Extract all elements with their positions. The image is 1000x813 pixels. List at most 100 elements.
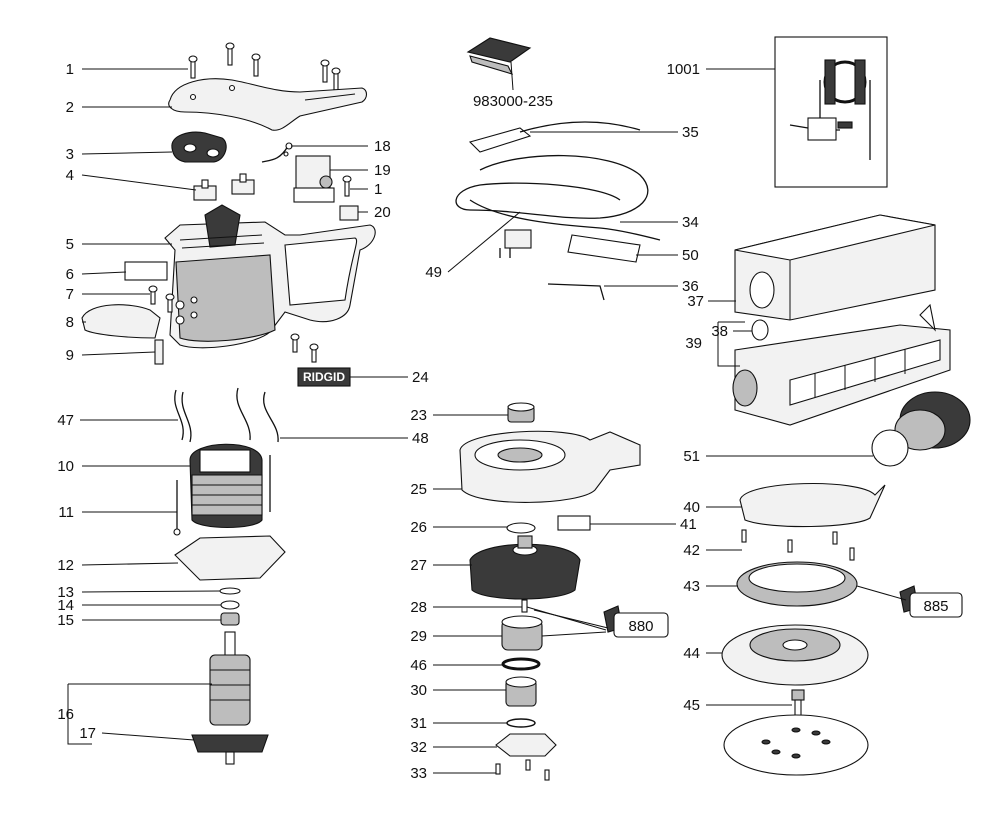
bearing-15-part xyxy=(220,612,240,626)
label-plate-part xyxy=(124,261,168,281)
vacuum-adapter-part xyxy=(871,391,971,467)
callout-27: 27 xyxy=(410,557,427,574)
screw-set-33 xyxy=(495,759,550,781)
bearing-23-part xyxy=(507,402,535,423)
grease-tube-880-label: 880 xyxy=(628,618,653,635)
callout-20: 20 xyxy=(374,204,391,221)
callout-37: 37 xyxy=(687,293,704,310)
ring-14-part xyxy=(220,600,240,610)
callout-12: 12 xyxy=(57,557,74,574)
callout-24: 24 xyxy=(412,369,429,386)
dust-box-part xyxy=(734,214,936,321)
callout-33: 33 xyxy=(410,765,427,782)
manual-booklet-part xyxy=(466,37,532,75)
grease-tube-885-label: 885 xyxy=(923,598,948,615)
motor-housing-part xyxy=(164,204,376,349)
field-coil-part xyxy=(189,443,263,528)
callout-6: 6 xyxy=(66,266,74,283)
clip-part xyxy=(154,339,164,365)
callout-29: 29 xyxy=(410,628,427,645)
callout-50: 50 xyxy=(682,247,699,264)
filter-frame-part xyxy=(732,303,951,426)
leader-lines xyxy=(67,61,907,774)
ring-13-part xyxy=(219,587,241,595)
long-screw-set xyxy=(173,455,271,536)
screw-set-7 xyxy=(148,285,175,313)
callout-983000-235: 983000-235 xyxy=(473,93,553,110)
dust-cover-part xyxy=(81,304,161,339)
callout-32: 32 xyxy=(410,739,427,756)
grease-tube-885-part: 885 xyxy=(899,585,963,618)
switch-part xyxy=(261,142,335,203)
screw-set-bottom xyxy=(290,333,319,363)
hex-key-part xyxy=(547,283,605,301)
label-41-part xyxy=(557,515,591,531)
callout-26: 26 xyxy=(410,519,427,536)
brand-plate-text: RIDGID xyxy=(303,370,345,384)
callout-30: 30 xyxy=(410,682,427,699)
callout-25: 25 xyxy=(410,481,427,498)
callout-1001: 1001 xyxy=(667,61,700,78)
callout-35: 35 xyxy=(682,124,699,141)
grease-tube-880-part: 880 xyxy=(603,605,669,638)
lead-wires-part xyxy=(174,387,279,443)
eccentric-29-part xyxy=(501,615,543,651)
snap-ring-31-part xyxy=(506,718,536,728)
pad-housing-part xyxy=(459,430,641,503)
callout-13: 13 xyxy=(57,584,74,601)
callout-1: 1 xyxy=(66,61,74,78)
callout-1b: 1 xyxy=(374,181,382,198)
callout-9: 9 xyxy=(66,347,74,364)
callout-42: 42 xyxy=(683,542,700,559)
callout-47: 47 xyxy=(57,412,74,429)
screw-45-part xyxy=(791,689,805,717)
callout-10: 10 xyxy=(57,458,74,475)
callout-2: 2 xyxy=(66,99,74,116)
armature-part xyxy=(191,631,269,765)
sanding-pad-part xyxy=(721,624,869,686)
callout-45: 45 xyxy=(683,697,700,714)
power-cord-part xyxy=(455,121,661,263)
callout-28: 28 xyxy=(410,599,427,616)
ring-38-part xyxy=(751,319,769,341)
wiring-schematic-part xyxy=(774,36,888,188)
callout-41: 41 xyxy=(680,516,697,533)
screw-1b-part xyxy=(342,175,352,197)
bracket-32-part xyxy=(495,733,557,757)
switch-actuator-part xyxy=(171,131,227,163)
callout-39: 39 xyxy=(685,335,702,352)
callout-46: 46 xyxy=(410,657,427,674)
bearing-30-part xyxy=(505,676,537,707)
callout-43: 43 xyxy=(683,578,700,595)
callout-14: 14 xyxy=(57,597,74,614)
callout-23: 23 xyxy=(410,407,427,424)
callout-49: 49 xyxy=(425,264,442,281)
callout-36: 36 xyxy=(682,278,699,295)
callout-15: 15 xyxy=(57,612,74,629)
callout-38: 38 xyxy=(711,323,728,340)
oring-46-part xyxy=(501,657,541,671)
callout-34: 34 xyxy=(682,214,699,231)
fan-part xyxy=(469,535,581,600)
callout-44: 44 xyxy=(683,645,700,662)
top-cover-part xyxy=(168,78,368,131)
mounting-ring-part xyxy=(739,482,886,528)
callout-40: 40 xyxy=(683,499,700,516)
callout-5: 5 xyxy=(66,236,74,253)
brush-holder-parts xyxy=(193,173,255,201)
callout-16: 16 xyxy=(57,706,74,723)
brake-ring-part xyxy=(736,561,858,607)
bearing-plate-part xyxy=(174,535,286,581)
callout-8: 8 xyxy=(66,314,74,331)
callout-4: 4 xyxy=(66,167,74,184)
callout-3: 3 xyxy=(66,146,74,163)
washer-26-part xyxy=(506,522,536,534)
callout-51: 51 xyxy=(683,448,700,465)
callout-48: 48 xyxy=(412,430,429,447)
screw-set-top xyxy=(188,42,341,91)
brand-plate-part: RIDGID xyxy=(297,367,351,387)
callout-7: 7 xyxy=(66,286,74,303)
callout-18: 18 xyxy=(374,138,391,155)
screw-set-42 xyxy=(741,529,855,561)
